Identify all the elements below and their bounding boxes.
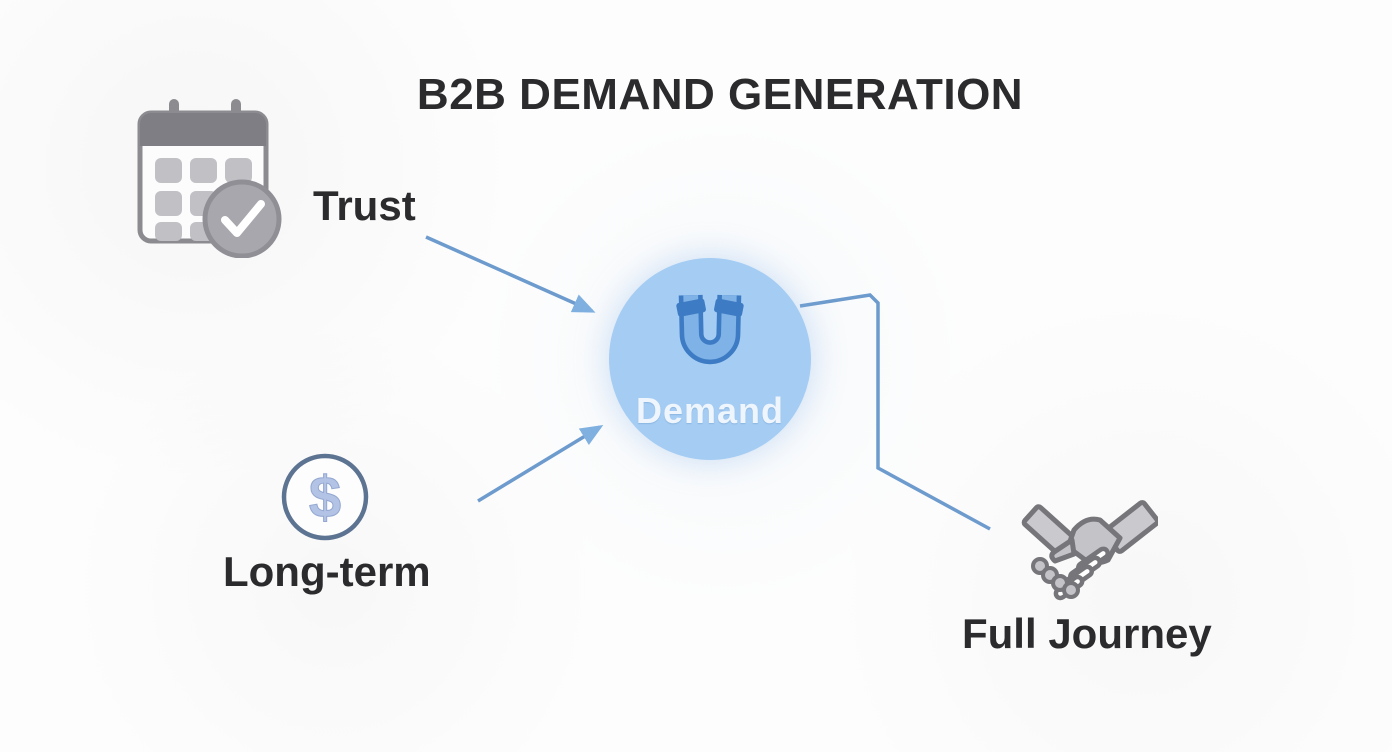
line-demand-to-fulljourney [799,293,991,531]
dollar-coin-icon: $ [281,453,369,541]
page-title: B2B DEMAND GENERATION [416,70,1024,119]
handshake-icon [1021,500,1158,601]
demand-label: Demand [635,390,785,431]
dollar-symbol: $ [309,465,341,530]
calendar-check-icon [137,99,282,258]
demand-node: Demand [609,258,811,460]
magnet-icon [676,294,744,365]
trust-label: Trust [313,182,416,229]
full-journey-label: Full Journey [962,610,1212,657]
long-term-label: Long-term [223,548,431,595]
arrow-longterm-to-demand [477,425,604,503]
arrow-trust-to-demand [425,235,596,313]
